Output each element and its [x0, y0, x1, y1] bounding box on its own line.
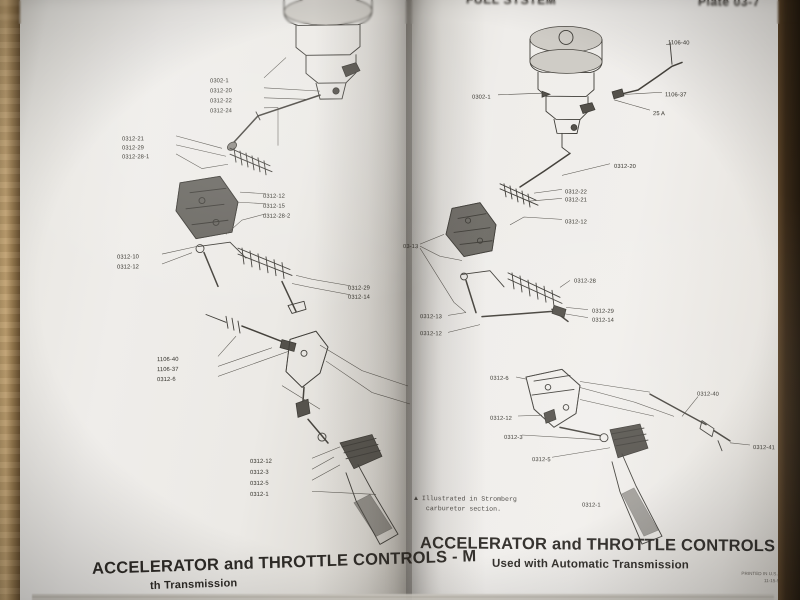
part-number-callout: 0312-5 [532, 457, 551, 464]
open-book: ACCELERATOR and THROTTLE CONTROLS - M th… [14, 0, 800, 600]
part-number-callout: 0312-41 [753, 445, 775, 452]
part-number-callout: 0312-6 [157, 376, 176, 384]
right-page-diagram [419, 26, 751, 545]
part-number-callout: 0312-21 [122, 136, 144, 143]
part-number-callout: 0312-20 [210, 88, 232, 95]
part-number-callout: 0312-3 [250, 469, 269, 476]
part-number-callout: 0312-1 [250, 491, 269, 498]
spring-upper [229, 147, 273, 176]
part-number-callout: 0312-13 [420, 314, 442, 321]
part-number-callout: 0312-29 [122, 145, 144, 152]
part-number-callout: 1106-37 [157, 366, 179, 374]
right-page-subtitle: Used with Automatic Transmission [492, 557, 690, 572]
accelerator-pedal-right [609, 423, 663, 545]
printed-in-usa-note: PRINTED IN U.S.A. 11-15-56 [741, 571, 782, 584]
part-number-callout: 0312-14 [348, 294, 370, 301]
part-number-callout: 1106-40 [668, 40, 690, 47]
part-number-callout: 0312-20 [614, 163, 636, 171]
part-number-callout: 0312-21 [565, 197, 587, 204]
part-number-callout: 0312-5 [250, 480, 269, 487]
part-number-callout: 03-13 [403, 243, 419, 251]
part-number-callout: 0312-28 [574, 278, 596, 285]
part-number-callout: 0312-12 [420, 331, 442, 338]
part-number-callout: 0312-24 [210, 108, 232, 115]
part-number-callout: 0302-1 [210, 78, 229, 85]
part-number-callout: 0312-29 [592, 308, 614, 315]
part-number-callout: 0312-10 [117, 254, 139, 261]
spring-upper-right [499, 183, 539, 208]
part-number-callout: 0312-22 [210, 98, 232, 105]
part-number-callout: 0312-29 [348, 285, 370, 292]
part-number-callout: 0312-12 [565, 219, 587, 226]
left-page-content: ACCELERATOR and THROTTLE CONTROLS - M th… [20, 0, 477, 600]
part-number-callout: 0312-28-2 [263, 213, 291, 220]
part-number-callout: 0312-14 [592, 317, 614, 324]
part-number-callout: 0312-40 [697, 391, 719, 398]
part-number-callout: 0312-12 [490, 415, 512, 422]
part-number-callout: 0312-6 [490, 375, 509, 382]
part-number-callout: 0312-12 [250, 458, 272, 465]
part-number-callout: 25 A [653, 111, 666, 118]
part-number-callout: 0312-3 [504, 434, 523, 442]
part-number-callout: 0312-12 [263, 193, 285, 200]
part-number-callout: 0302-1 [472, 94, 491, 101]
part-number-callout: 0312-12 [117, 264, 139, 271]
spring-mid [237, 247, 293, 280]
part-number-callout: 1106-40 [157, 356, 179, 364]
right-page-footnote: ▲ Illustrated in Stromberg carburetor se… [414, 495, 517, 513]
accelerator-pedal [339, 434, 399, 545]
part-number-callout: 0312-22 [565, 189, 587, 196]
right-dark-edge [778, 0, 800, 600]
page-stack-edge [32, 594, 774, 600]
part-number-callout: 1106-37 [665, 92, 687, 99]
spring-mid-right [507, 272, 563, 307]
part-number-callout: 0312-1 [582, 502, 601, 509]
right-page-content: FUEL SYSTEM Plate 03-7 [403, 0, 800, 600]
part-number-callout: 0312-28-1 [122, 154, 150, 161]
part-number-callout: 0312-15 [263, 203, 285, 210]
